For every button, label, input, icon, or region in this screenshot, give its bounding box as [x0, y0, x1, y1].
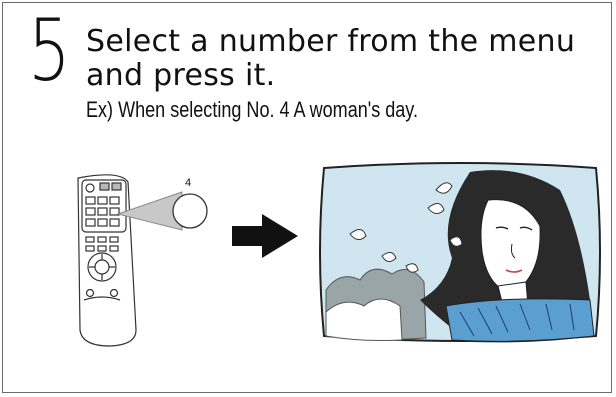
tv-screen-illustration — [320, 163, 600, 342]
button-4-circle — [173, 194, 207, 228]
remote-control-icon — [78, 175, 136, 346]
arrow-right-icon — [232, 214, 298, 258]
button-callout: 4 — [118, 177, 207, 230]
button-4-label: 4 — [185, 177, 191, 189]
